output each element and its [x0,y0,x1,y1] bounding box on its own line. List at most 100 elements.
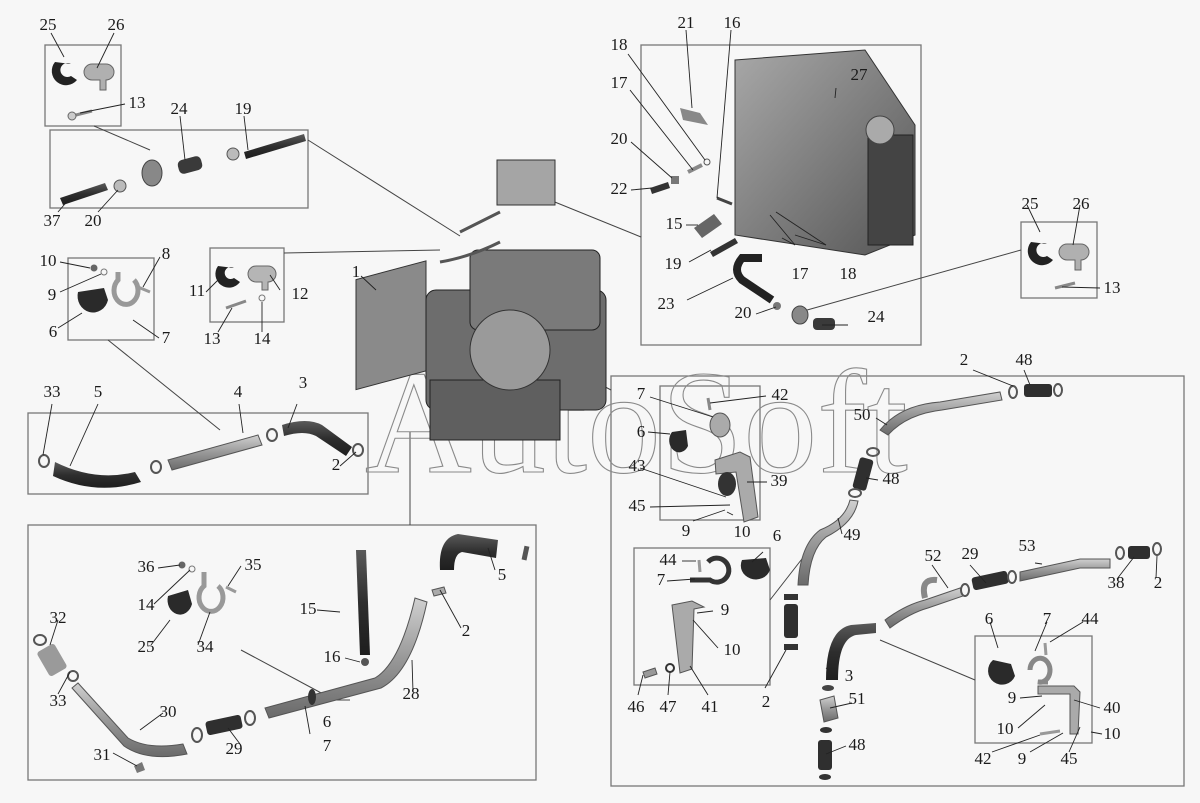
grommet-25b-icon [1027,242,1053,266]
frame-fuel-filter-line [49,129,309,209]
callout: 41 [702,697,719,716]
bolt-8-icon [137,285,151,294]
callout: 49 [844,525,861,544]
clamp-32-icon [33,634,47,646]
expansion-tank-icon [496,159,556,206]
callout: 45 [629,496,646,515]
callout: 48 [883,469,900,488]
callout: 6 [773,526,782,545]
callout: 48 [1016,350,1033,369]
callout: 5 [94,382,103,401]
bolt-42b-icon [1039,729,1061,736]
hose-48a-icon [1024,384,1052,397]
callout: 2 [762,692,771,711]
callout: 29 [226,739,243,758]
frame-clamp-top-right [1020,221,1098,299]
callout: 44 [1082,609,1100,628]
callout: 47 [660,697,678,716]
group-frames [27,44,1185,787]
callout: 19 [665,254,682,273]
clamp-20b-icon [773,302,781,310]
hose-clamp-2-icon [352,443,364,457]
hose-48c-icon [818,740,832,770]
callout: 3 [845,666,854,685]
hose-clamp-icon [150,460,162,474]
cushion-6c-icon [740,558,770,580]
clamp-bracket-icon [141,159,163,187]
hose-19-icon [244,134,306,159]
clip-12-icon [247,265,277,291]
seal-18-icon [703,158,711,166]
callout: 40 [1104,698,1121,717]
callout: 27 [851,65,869,84]
callout: 10 [724,640,741,659]
tube-16-icon [716,196,733,206]
callout: 25 [40,15,57,34]
engine-assembly [355,159,607,441]
callout: 6 [985,609,994,628]
clamp-20-icon [671,176,679,184]
callout: 26 [1073,194,1090,213]
clamp-2-icon [1152,542,1162,556]
callout: 13 [129,93,146,112]
hose-22-icon [650,182,670,194]
frame-clamp-small-center [209,247,285,323]
hose-29b-icon [205,714,243,736]
callout: 9 [682,521,691,540]
frame-coolant-hoses-left [27,412,369,495]
frame-pipe-assembly-right [610,375,1185,787]
bracket-31-icon [134,762,145,773]
hose-clamp-20-icon [113,179,127,193]
callout: 50 [854,405,871,424]
clamp-bracket-icon [791,305,809,325]
callout: 32 [50,608,67,627]
callout: 31 [94,745,111,764]
callout: 28 [403,684,420,703]
clamp-16-icon [361,658,369,666]
strap-7c-icon [690,555,732,585]
nut-10-icon [90,264,98,272]
cushion-6d-icon [988,660,1015,685]
callout: 10 [734,522,751,541]
frame-bracket-39 [659,385,761,521]
callout: 53 [1019,536,1036,555]
callout: 24 [171,99,189,118]
callout: 7 [657,570,666,589]
fitting-17-icon [687,163,703,174]
callout: 8 [162,244,171,263]
grommet-icon [51,62,77,86]
frame-pipe-assembly-bottom-left [27,524,537,781]
strap-7d-icon [1027,655,1053,685]
tube-15-icon [356,550,370,655]
callout: 21 [678,13,695,32]
callout: 17 [611,73,629,92]
callout: 11 [189,281,205,300]
callout: 12 [292,284,309,303]
hose-19b-icon [710,238,738,257]
callout: 16 [324,647,341,666]
hose-clamp-33-icon [38,454,50,468]
hose-48b-icon [852,457,874,491]
callout: 34 [197,637,215,656]
callout: 2 [332,455,341,474]
hose-clamp-icon [226,147,240,161]
callout: 24 [868,307,886,326]
hose-5-icon [53,462,141,488]
sender-21-icon [680,108,708,125]
callout: 29 [962,544,979,563]
hose-37-icon [60,183,108,205]
strap-7-icon [111,272,141,307]
clamp-6-7-icon [308,689,316,705]
callout: 18 [611,35,628,54]
callout: 23 [658,294,675,313]
pipe-28-icon [264,597,428,719]
callout: 13 [1104,278,1121,297]
callout: 30 [160,702,177,721]
hose-15-icon [694,214,722,238]
screw-13b-icon [1054,281,1076,290]
pipe-30-icon [71,682,188,758]
hose-23-icon [733,254,775,304]
callout: 52 [925,546,942,565]
callout: 26 [108,15,125,34]
